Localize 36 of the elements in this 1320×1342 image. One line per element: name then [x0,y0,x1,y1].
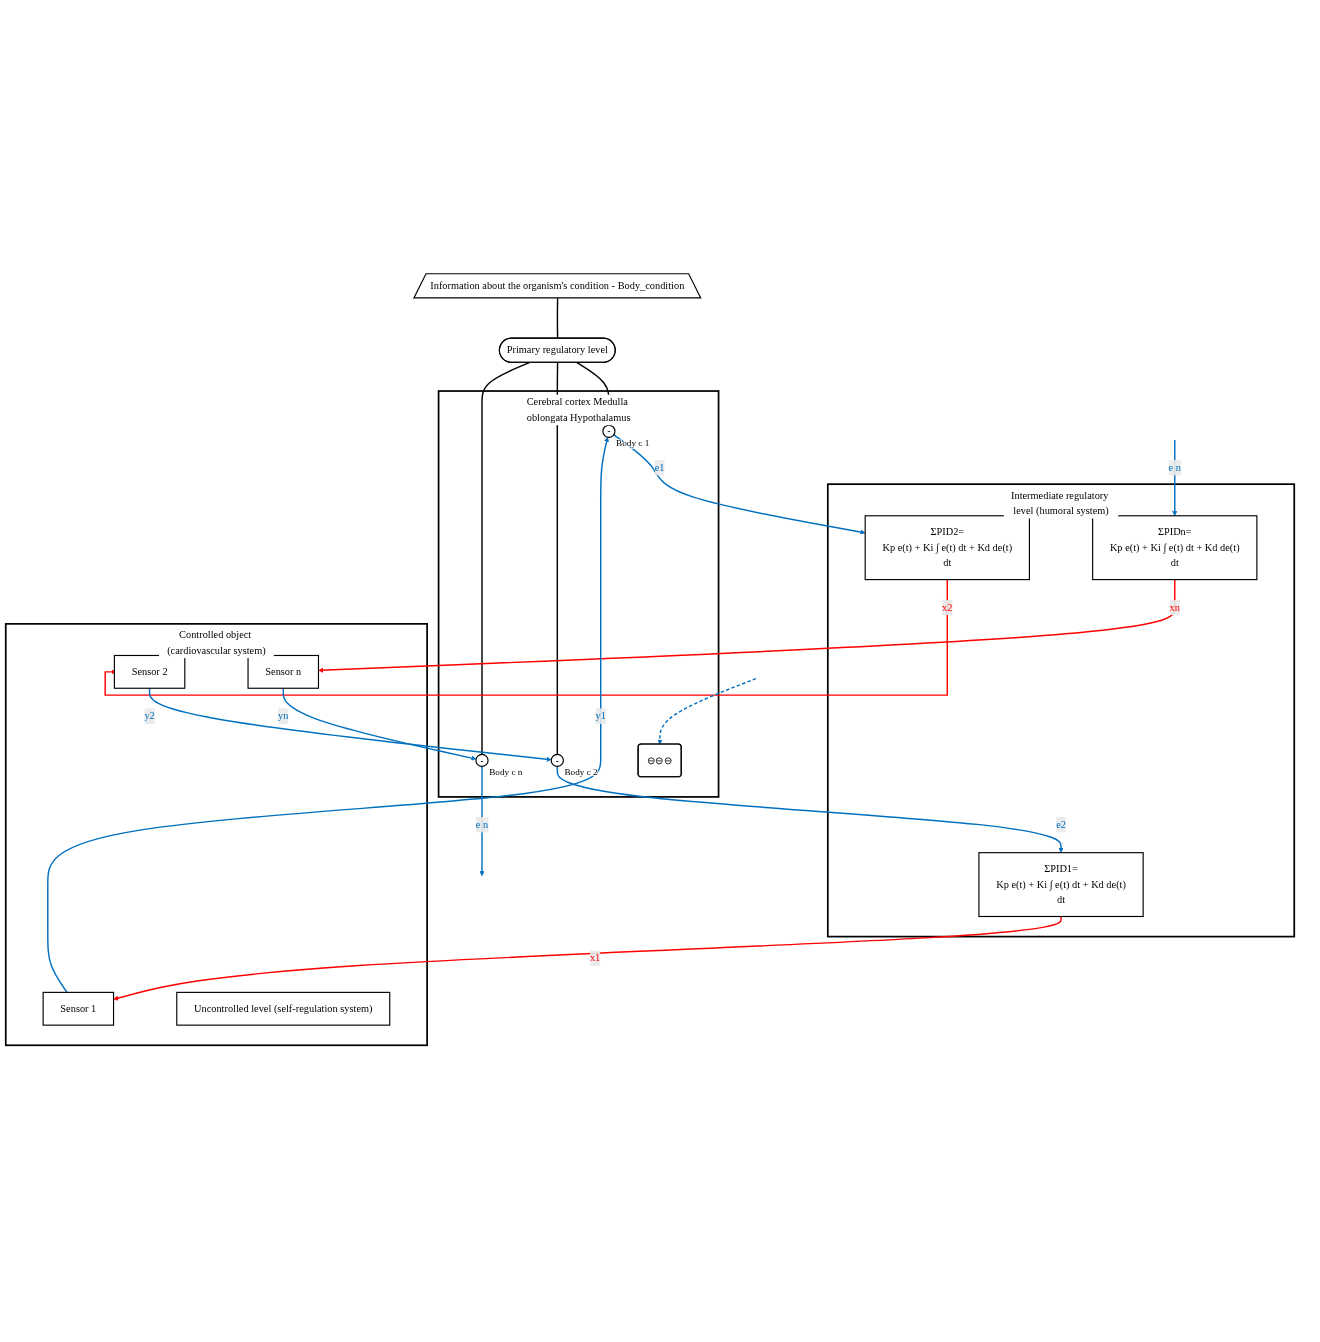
arrow [47,437,610,994]
arrow [104,579,948,697]
edge-label: x2 [942,601,953,614]
node-box: Sensor 2 [113,655,186,690]
edge-label: e2 [1056,819,1066,831]
arrow [657,678,757,745]
arrow [1172,439,1178,517]
node-circle: - [550,754,564,768]
node-box: Uncontrolled level (self-regulation system) [176,992,391,1027]
arrow [148,688,552,763]
edge-label: xn [1169,601,1180,614]
connector [481,362,531,756]
node-box: ΣPIDn= Kp e(t) + Ki ∫ e(t) dt + Kd de(t) dt [1092,515,1258,581]
node-box: Sensor n [247,655,320,690]
node-box: ΣPID2= Kp e(t) + Ki ∫ e(t) dt + Kd de(t) dt [864,515,1030,581]
node-box: Information about the organism's condition - Body_condition [413,273,702,299]
edge-label: y2 [144,710,155,723]
arrow [479,766,485,877]
edge-label: e1 [654,462,665,474]
arrow [113,916,1062,1002]
comparator-label: Body c 2 [564,767,598,778]
arrow [282,688,477,762]
edge-label: y1 [595,710,606,723]
arrow [556,766,1064,854]
node-box: Sensor 1 [42,992,115,1027]
arrow [318,579,1176,674]
edge-label: e n [1168,462,1181,474]
comparator-label: Body c n [489,767,523,778]
edge-label: x1 [589,952,601,965]
node-box: ΣPID1= Kp e(t) + Ki ∫ e(t) dt + Kd de(t) dt [978,852,1144,918]
connector [556,362,559,756]
node-circle: - [602,425,616,439]
arrow [613,434,866,535]
edge-label: yn [278,710,289,723]
edge-label: e n [475,819,489,831]
node-circle: - [475,754,489,768]
